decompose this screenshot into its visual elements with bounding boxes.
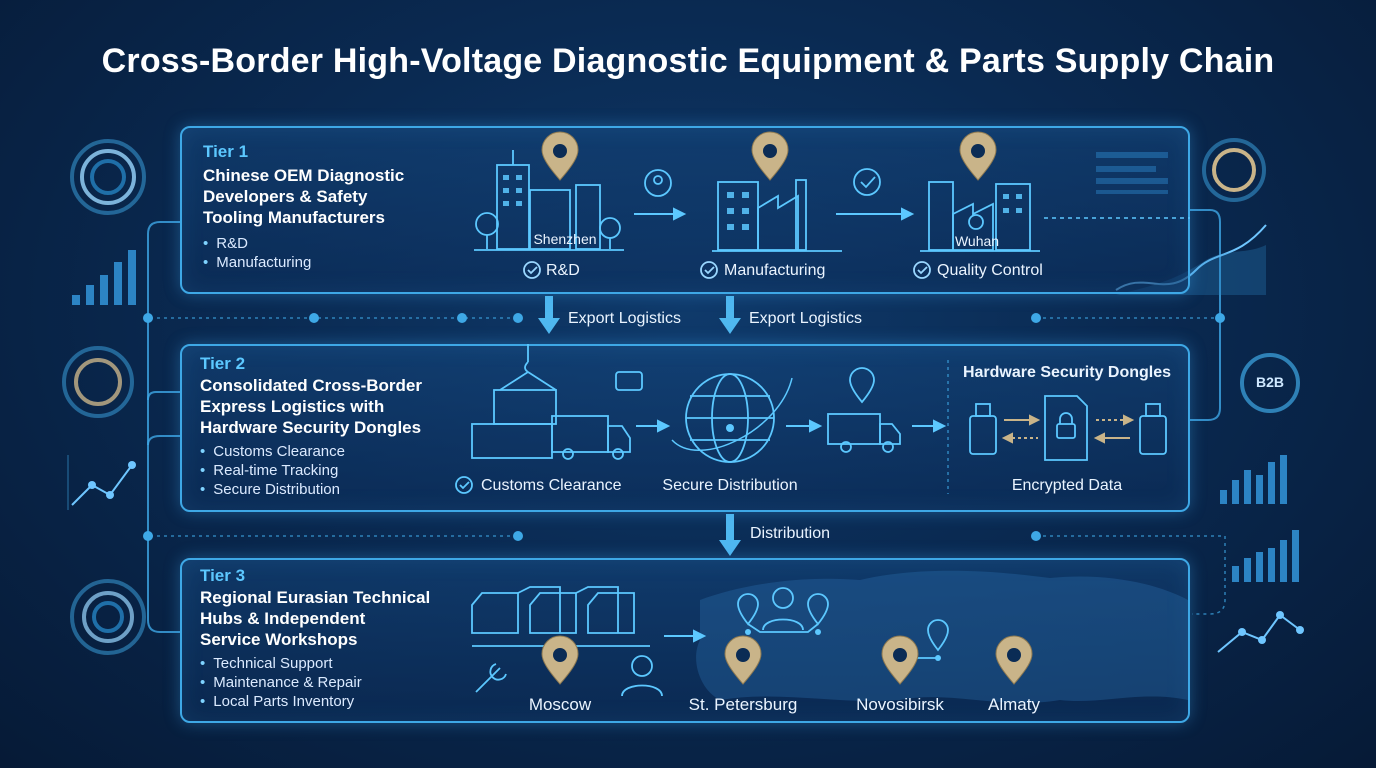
city-novosibirsk: Novosibirsk bbox=[856, 695, 944, 714]
tier3-label: Tier 3 bbox=[200, 566, 246, 585]
list-item: Technical Support bbox=[200, 654, 362, 673]
stage-rnd: R&D bbox=[546, 262, 580, 279]
tier2-bullets: Customs ClearanceReal-time TrackingSecur… bbox=[200, 442, 345, 499]
stage-quality-control: Quality Control bbox=[937, 262, 1043, 279]
list-item: Manufacturing bbox=[203, 253, 311, 272]
page-title: Cross-Border High-Voltage Diagnostic Equ… bbox=[101, 42, 1275, 80]
list-item: R&D bbox=[203, 234, 311, 253]
tier2-panel bbox=[180, 344, 1190, 512]
list-item: Customs Clearance bbox=[200, 442, 345, 461]
export-logistics-label-2: Export Logistics bbox=[749, 310, 862, 327]
tier1-illustrations bbox=[474, 131, 1190, 279]
list-item: Secure Distribution bbox=[200, 480, 345, 499]
stage-manufacturing: Manufacturing bbox=[724, 262, 826, 279]
tier2-illustrations bbox=[455, 344, 1167, 494]
secure-distribution-label: Secure Distribution bbox=[662, 477, 798, 494]
tier1-label: Tier 1 bbox=[203, 142, 249, 161]
b2b-badge: B2B bbox=[1255, 374, 1285, 390]
left-decor bbox=[62, 139, 146, 655]
customs-clearance-label: Customs Clearance bbox=[481, 477, 622, 494]
encrypted-data-label: Encrypted Data bbox=[1011, 477, 1123, 494]
city-st-petersburg: St. Petersburg bbox=[688, 695, 798, 714]
export-logistics-label-1: Export Logistics bbox=[568, 310, 681, 327]
city-moscow: Moscow bbox=[528, 695, 592, 714]
distribution-label: Distribution bbox=[750, 525, 831, 542]
tier2-label: Tier 2 bbox=[200, 354, 246, 373]
list-item: Maintenance & Repair bbox=[200, 673, 361, 692]
city-almaty: Almaty bbox=[988, 695, 1040, 714]
list-item: Local Parts Inventory bbox=[200, 692, 362, 711]
dongle-section-title: Hardware Security Dongles bbox=[962, 364, 1172, 381]
list-item: Real-time Tracking bbox=[200, 461, 345, 480]
tier3-bullets: Technical SupportMaintenance & RepairLoc… bbox=[200, 654, 362, 711]
city-wuhan: Wuhan bbox=[954, 233, 1000, 249]
city-shenzhen: Shenzhen bbox=[533, 231, 597, 247]
